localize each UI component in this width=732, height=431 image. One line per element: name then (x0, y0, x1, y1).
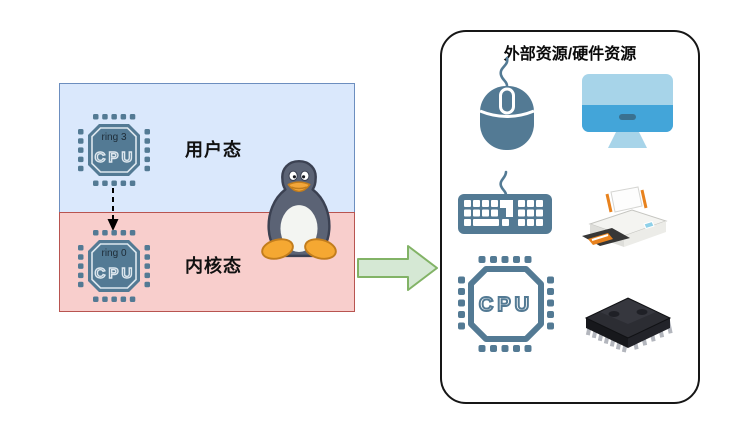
ring0-label: ring 0 (101, 248, 126, 259)
cpu-chip-icon: CPU (458, 256, 554, 352)
mode-switch-dashed-arrow (107, 188, 119, 231)
monitor-icon (582, 74, 673, 148)
flow-arrow-icon (357, 245, 438, 291)
mouse-icon (479, 56, 535, 150)
printer-icon (582, 186, 668, 247)
user-mode-label: 用户态 (185, 140, 242, 160)
cpu-ring3-text: CPU (95, 149, 136, 166)
keyboard-icon (458, 170, 552, 234)
cpu-chip-text: CPU (479, 294, 533, 316)
cpu-ring3-icon: ring 3 CPU (78, 114, 150, 186)
kernel-mode-label: 内核态 (185, 256, 242, 276)
linux-tux-icon (261, 159, 337, 260)
cpu-ring0-icon: ring 0 CPU (78, 230, 150, 302)
ring3-label: ring 3 (101, 132, 126, 143)
cpu-ring0-text: CPU (95, 265, 136, 282)
memory-chip-icon (584, 297, 673, 353)
hardware-panel-title: 外部资源/硬件资源 (503, 46, 637, 63)
